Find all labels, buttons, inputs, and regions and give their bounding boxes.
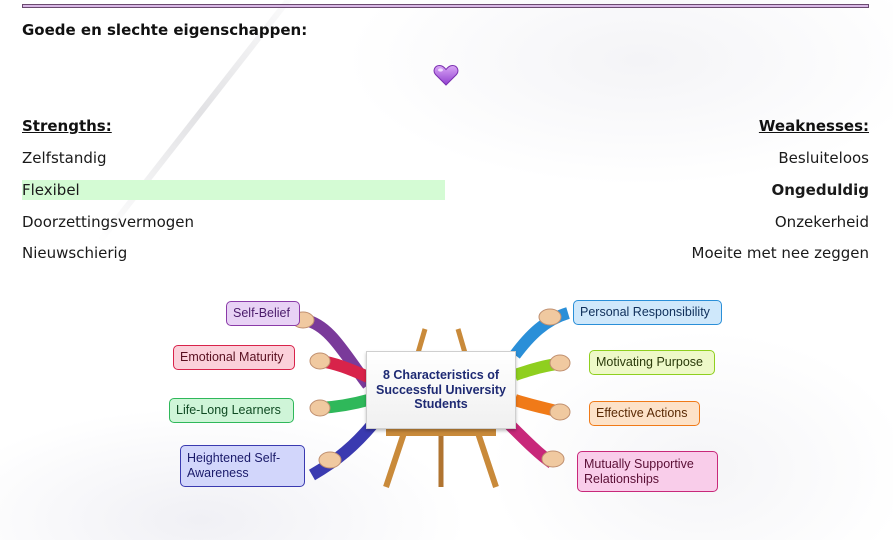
node-mutually-supportive-relationships: Mutually Supportive Relationships (577, 451, 718, 492)
weakness-item: Onzekerheid (774, 213, 869, 231)
node-heightened-self-awareness: Heightened Self-Awareness (180, 445, 305, 487)
strength-item: Doorzettingsvermogen (22, 213, 195, 231)
weakness-item-bold: Ongeduldig (771, 181, 869, 199)
characteristics-mindmap: 8 Characteristics of Successful Universi… (160, 295, 730, 540)
mindmap-arms (291, 307, 571, 488)
strength-item: Zelfstandig (22, 149, 107, 167)
mindmap-center-title: 8 Characteristics of Successful Universi… (366, 351, 516, 429)
strength-item-highlighted: Flexibel (22, 180, 445, 200)
node-emotional-maturity: Emotional Maturity (173, 345, 295, 370)
strength-item: Nieuwschierig (22, 244, 128, 262)
node-life-long-learners: Life-Long Learners (169, 398, 294, 423)
weakness-item: Moeite met nee zeggen (691, 244, 870, 262)
node-motivating-purpose: Motivating Purpose (589, 350, 715, 375)
top-divider (22, 4, 869, 8)
section-title: Goede en slechte eigenschappen: (22, 21, 308, 39)
node-effective-actions: Effective Actions (589, 401, 700, 426)
easel-icon (383, 328, 499, 488)
heart-icon (433, 64, 459, 86)
node-personal-responsibility: Personal Responsibility (573, 300, 722, 325)
node-self-belief: Self-Belief (226, 301, 300, 326)
weakness-item: Besluiteloos (778, 149, 869, 167)
strengths-header: Strengths: (22, 117, 112, 135)
weaknesses-header: Weaknesses: (758, 117, 869, 135)
